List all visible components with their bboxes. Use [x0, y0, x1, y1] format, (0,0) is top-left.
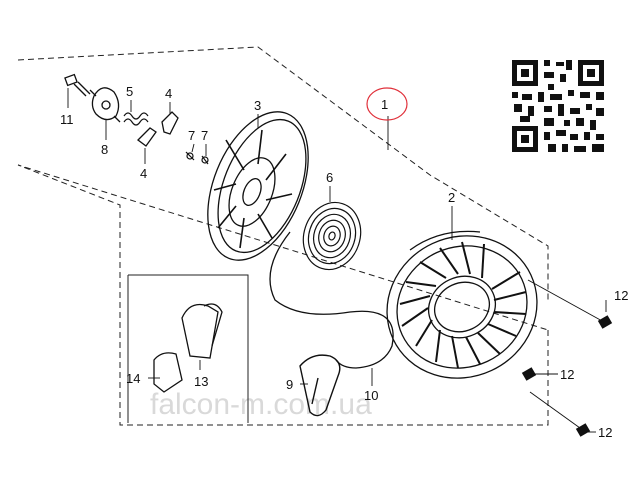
- ratchet-spring: [123, 112, 149, 126]
- callout-14: 14: [126, 371, 140, 386]
- starter-case: [386, 230, 538, 379]
- callout-1: 1: [381, 97, 388, 112]
- callout-6: 6: [326, 170, 333, 185]
- callout-4-lower: 4: [140, 166, 147, 181]
- watermark-text: falcon-m.com.ua: [150, 388, 372, 421]
- callout-12-bottom: 12: [598, 425, 612, 440]
- center-bolt: [64, 73, 91, 97]
- subkit-outline: [127, 274, 249, 423]
- callout-5: 5: [126, 84, 133, 99]
- assembly-outline: [17, 46, 549, 426]
- recoil-spring: [302, 201, 362, 271]
- ratchet-pawls: [137, 111, 179, 147]
- callout-4-upper: 4: [165, 86, 172, 101]
- callout-12-top: 12: [614, 288, 628, 303]
- friction-plate: [89, 87, 121, 123]
- callout-11: 11: [60, 112, 74, 127]
- highlight-circle: [366, 87, 408, 121]
- callout-10: 10: [364, 388, 378, 403]
- callout-8: 8: [101, 142, 108, 157]
- starter-reel: [207, 111, 309, 261]
- leader-lines: [67, 88, 607, 433]
- callout-9: 9: [286, 377, 293, 392]
- callout-7-left: 7: [188, 128, 195, 143]
- pins: [185, 151, 209, 165]
- callout-12-middle: 12: [560, 367, 574, 382]
- callout-2: 2: [448, 190, 455, 205]
- starter-rope: [269, 231, 394, 369]
- callout-7-right: 7: [201, 128, 208, 143]
- starter-grip: [299, 354, 341, 417]
- grip-halves: [153, 303, 223, 393]
- case-bolts: [521, 315, 613, 437]
- callout-3: 3: [254, 98, 261, 113]
- callout-13: 13: [194, 374, 208, 389]
- qr-code: [510, 58, 606, 154]
